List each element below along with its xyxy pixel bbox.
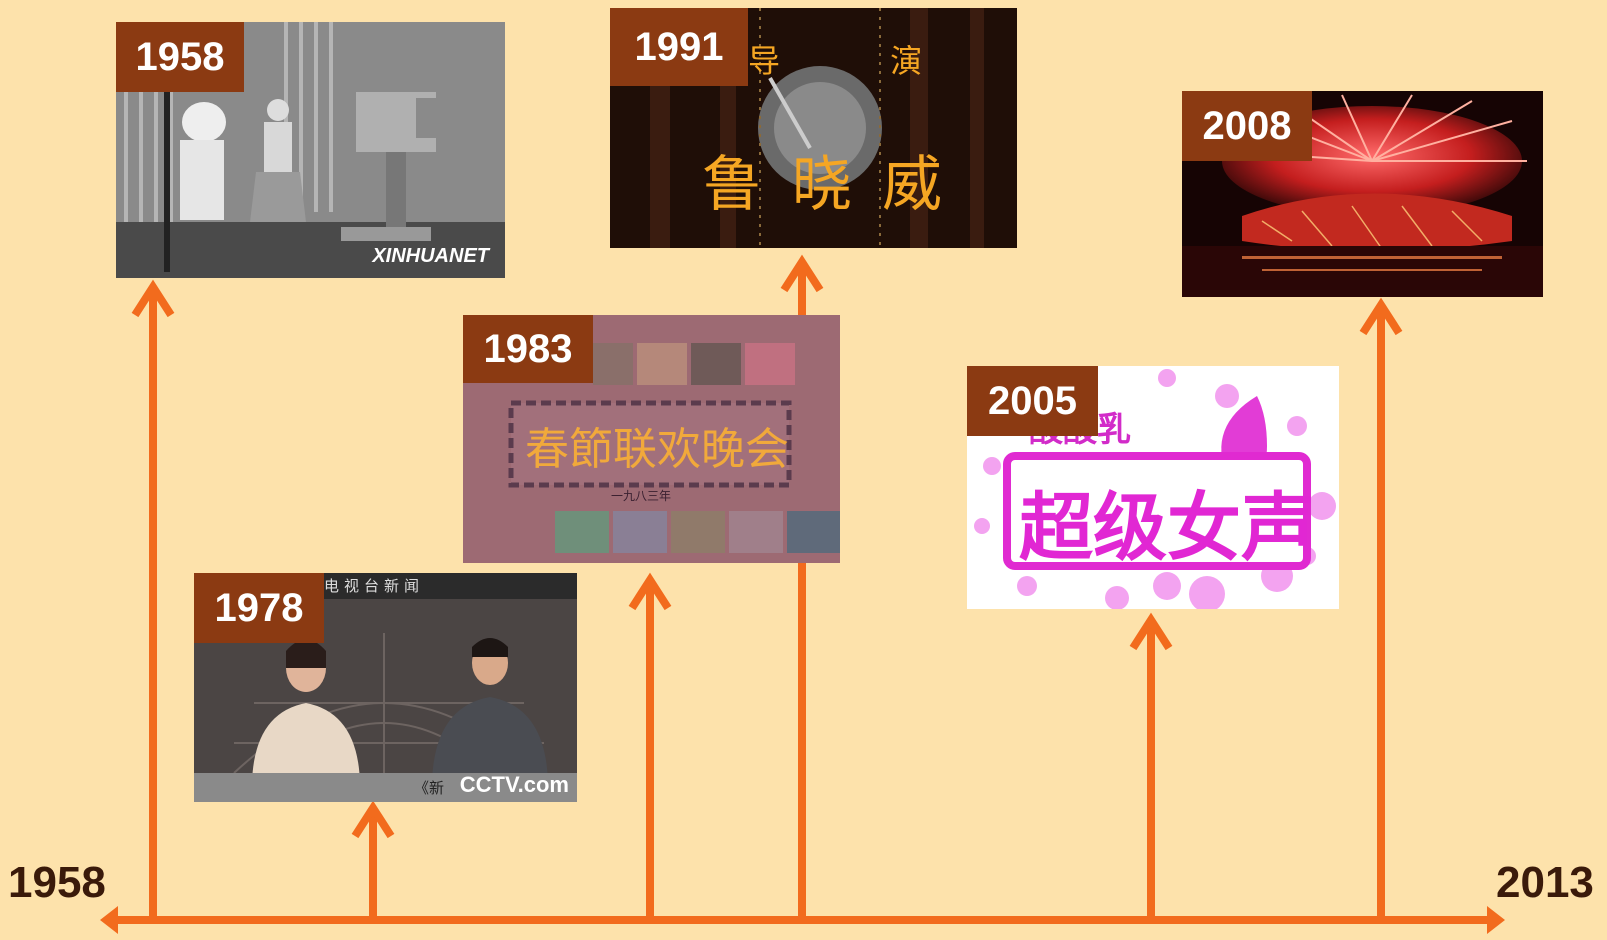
photo-1991: 导 演 鲁晓威 1991 — [610, 8, 1017, 248]
year-badge-1978: 1978 — [194, 573, 324, 643]
arrow-1958 — [131, 279, 175, 920]
news-program-caption: 《新 — [414, 779, 445, 797]
cctv-logo: CCTV.com — [459, 772, 569, 797]
year-badge-1958: 1958 — [116, 22, 244, 92]
film-credits-image — [610, 8, 1017, 248]
gala-title: 春節联欢晚会 — [525, 424, 789, 475]
gala-subtitle: 一九八三年 — [611, 489, 672, 503]
credit-title: 导 演 — [748, 42, 973, 80]
arrow-1978 — [351, 800, 395, 920]
super-girl-title: 超级女声 — [1019, 485, 1315, 571]
year-badge-2005: 2005 — [967, 366, 1098, 436]
photo-2005: 酸酸乳 超级女声 2005 — [967, 366, 1339, 609]
year-badge-1983: 1983 — [463, 315, 593, 383]
arrow-1983 — [628, 572, 672, 920]
photo-1983: 春節联欢晚会 一九八三年 1983 — [463, 315, 840, 563]
photo-1958: XINHUANET 1958 — [116, 22, 505, 278]
arrow-2005 — [1129, 612, 1173, 920]
arrow-2008 — [1359, 297, 1403, 920]
xinhuanet-watermark: XINHUANET — [372, 245, 489, 267]
photo-1978: 电视台新闻 《新 CCTV.com 1978 — [194, 573, 577, 802]
credit-name: 鲁晓威 — [702, 150, 972, 220]
photo-2008: 2008 — [1182, 91, 1543, 297]
news-anchors-image — [194, 573, 577, 802]
news-caption: 电视台新闻 — [324, 577, 425, 595]
timeline-start-label: 1958 — [8, 858, 106, 907]
year-badge-1991: 1991 — [610, 8, 748, 86]
timeline-end-label: 2013 — [1496, 858, 1594, 907]
year-badge-2008: 2008 — [1182, 91, 1312, 161]
